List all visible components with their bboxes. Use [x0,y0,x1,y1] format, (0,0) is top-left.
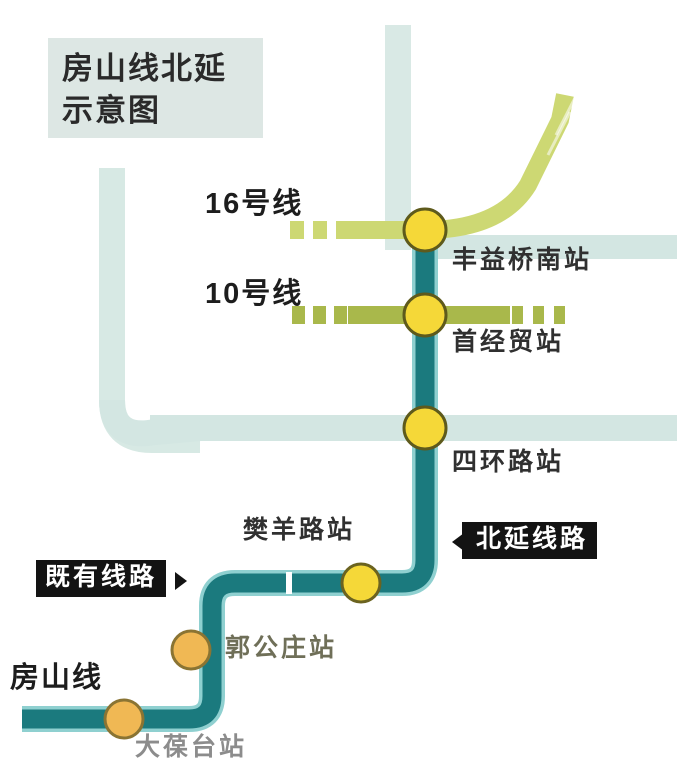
station-markers [103,207,448,740]
line-16-break-marks [546,111,572,156]
station-label-sihuanlu: 四环路站 [452,448,565,476]
station-marker-fanyanglu [340,562,382,604]
line-16-break-marks-2 [554,91,580,136]
station-marker-fengyiqiaonan [402,207,448,253]
station-label-fanyanglu: 樊羊路站 [243,516,356,544]
callout-tag-existing: 既有线路 [36,560,167,597]
road-left-hook [99,168,200,453]
line-label-16: 16号线 [205,188,304,220]
station-marker-dabaotai [103,698,145,740]
line-16 [290,91,580,239]
callout-arrow-left-icon [452,533,464,551]
station-marker-shoujingmao [402,292,448,338]
station-label-guogongzhuang: 郭公庄站 [225,634,338,662]
page-title-line2: 示意图 [62,93,161,128]
callout-arrow-right-icon [175,572,187,590]
line-break-marker-fanyang [286,572,292,594]
station-label-shoujingmao: 首经贸站 [452,328,565,356]
page-title: 房山线北延 示意图 [62,48,252,132]
callout-tag-extension: 北延线路 [462,522,598,559]
line-label-10: 10号线 [205,278,304,310]
station-label-dabaotai: 大葆台站 [135,733,248,761]
line-16-solid-segment [348,93,574,239]
station-marker-sihuanlu [402,405,448,451]
station-label-fengyiqiaonan: 丰益桥南站 [452,246,593,274]
page-title-line1: 房山线北延 [62,51,227,86]
fangshan-line-main [22,222,435,729]
road-left-curve-join [99,399,202,447]
station-marker-guogongzhuang [170,629,212,671]
line-label-fangshan: 房山线 [10,662,104,694]
title-background-box [48,38,263,138]
